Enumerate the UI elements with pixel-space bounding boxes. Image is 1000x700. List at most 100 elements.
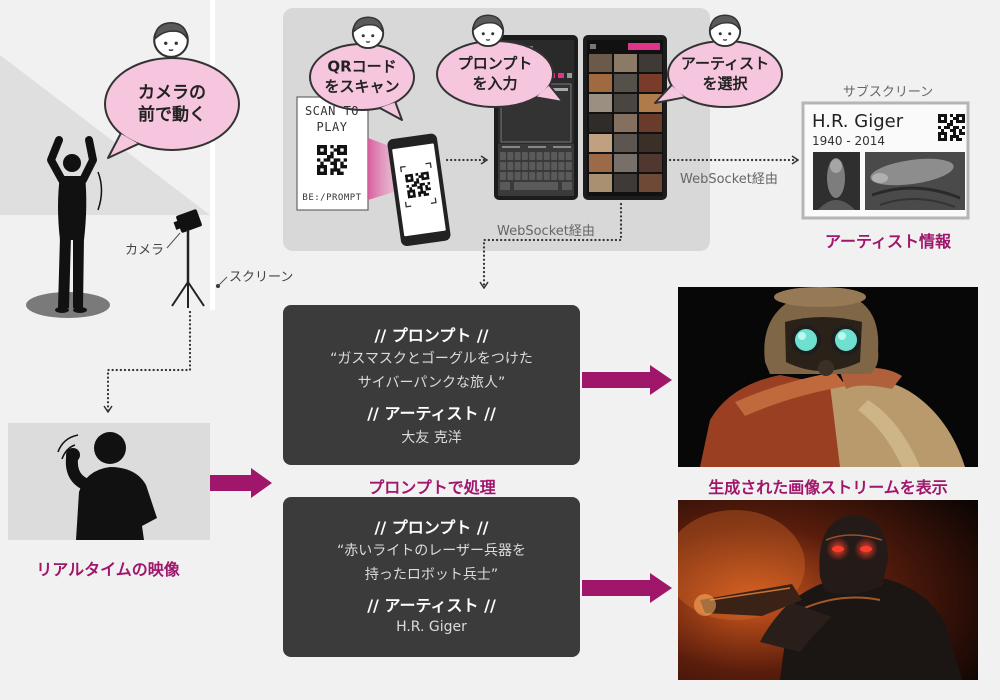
artist-thumbnail (639, 114, 662, 132)
prompt-text-line: サイバーパンクな旅人” (357, 375, 506, 391)
bubble-text-select-artist: アーティスト を選択 (681, 55, 769, 94)
keyboard-key (558, 152, 565, 160)
bubble-line: アーティスト (680, 54, 770, 73)
bubble-line: カメラの (138, 82, 206, 103)
artist-thumbnail (589, 154, 612, 172)
websocket-label-right: WebSocket経由 (680, 172, 778, 187)
scan-card-line2: PLAY (316, 120, 348, 134)
sub-screen (801, 101, 970, 220)
bubble-text-move-in-front-of-camera: カメラの 前で動く (138, 82, 206, 126)
artist-thumbnail (589, 74, 612, 92)
camera-label: カメラ (125, 243, 165, 258)
artist-heading: // アーティスト // (367, 404, 496, 423)
prompt-heading: // プロンプト // (374, 326, 489, 345)
keyboard-key (543, 162, 550, 170)
artist-name: H.R. Giger (396, 619, 467, 635)
bubble-text-enter-prompt: プロンプト を入力 (458, 55, 533, 94)
keyboard-key (500, 152, 506, 160)
keyboard-key (529, 162, 536, 170)
artist-gallery-phone (583, 35, 667, 200)
keyboard-key (562, 182, 572, 190)
bubble-text-scan-qr: QRコード をスキャン (324, 58, 399, 97)
projection-area (0, 55, 210, 215)
keyboard-key (551, 152, 558, 160)
keyboard-key (507, 162, 514, 170)
artist-thumbnail (589, 174, 612, 192)
prompt-box-1-text: // プロンプト // “ガスマスクとゴーグルをつけた サイバーパンクな旅人” … (283, 305, 580, 465)
artist-thumbnail (614, 154, 637, 172)
keyboard-key (514, 182, 558, 190)
bubble-line: を選択 (702, 74, 748, 92)
bubble-line: をスキャン (324, 77, 400, 95)
keyboard-key (551, 162, 558, 170)
prompt-box-2-text: // プロンプト // “赤いライトのレーザー兵器を 持ったロボット兵士” //… (283, 497, 580, 657)
sub-screen-artist-years: 1940 - 2014 (812, 134, 886, 148)
camera-pointer-line (166, 232, 181, 249)
camera-to-video-connector (108, 310, 192, 414)
artist-thumbnail (589, 94, 612, 112)
gallery-to-processing-connector (484, 202, 623, 290)
keyboard (500, 152, 572, 190)
bubble-line: を入力 (472, 74, 518, 92)
keyboard-key (521, 162, 528, 170)
prompt2-to-image-arrow (582, 573, 672, 603)
speech-bubble-move (104, 57, 240, 159)
artist-thumbnail (639, 74, 662, 92)
generated-stream-label: 生成された画像ストリームを表示 (708, 478, 948, 497)
keyboard-key (551, 172, 558, 180)
video-to-processing-arrow (210, 468, 272, 498)
artist-info-label: アーティスト情報 (824, 232, 952, 251)
artist-thumbnail-grid (589, 54, 662, 192)
artist-name: 大友 克洋 (401, 430, 462, 446)
artist-thumbnail (589, 54, 612, 72)
keyboard-key (514, 162, 521, 170)
artist-thumbnail (589, 134, 612, 152)
speech-bubble-prompt (436, 40, 564, 108)
bubble-line: プロンプト (457, 54, 533, 73)
screen-pointer-line (217, 276, 228, 287)
prompt-box-2 (283, 497, 580, 657)
face-icon (708, 14, 742, 48)
artist-thumbnail (639, 134, 662, 152)
artist-heading: // アーティスト // (367, 596, 496, 615)
camera-icon (171, 209, 205, 308)
keyboard-key (514, 152, 521, 160)
sub-screen-artist-name: H.R. Giger (812, 111, 904, 132)
face-icon (351, 16, 385, 50)
keyboard-key (500, 182, 510, 190)
keyboard-key (536, 162, 543, 170)
artist-thumbnail (614, 74, 637, 92)
speech-bubble-scan (309, 43, 415, 121)
keyboard-key (558, 162, 565, 170)
generated-image-2 (678, 500, 978, 680)
artist-thumbnail (614, 94, 637, 112)
prompt-heading: // プロンプト // (374, 518, 489, 537)
person-icon (47, 136, 103, 313)
artist-thumbnail (614, 134, 637, 152)
prompt-text-line: “ガスマスクとゴーグルをつけた (330, 351, 533, 367)
artist-thumbnail (589, 114, 612, 132)
keyboard-key (543, 172, 550, 180)
artist-thumbnail (614, 174, 637, 192)
artist-thumbnail (639, 174, 662, 192)
keyboard-key (521, 172, 528, 180)
bubble-line: QRコード (327, 57, 397, 76)
smartphone-icon (387, 133, 451, 247)
keyboard-key (500, 172, 506, 180)
screen-label: スクリーン (229, 270, 294, 285)
keyboard-key (529, 172, 536, 180)
keyboard-key (536, 172, 543, 180)
process-with-prompt-label: プロンプトで処理 (368, 478, 496, 497)
keyboard-key (529, 152, 536, 160)
generated-image-1 (678, 287, 978, 467)
screen (210, 0, 215, 310)
scan-card-line1: SCAN TO (304, 104, 360, 118)
prompt1-to-image-arrow (582, 365, 672, 395)
keyboard-key (521, 152, 528, 160)
keyboard-key (543, 152, 550, 160)
artist-thumbnail (614, 54, 637, 72)
prompt-text-line: “赤いライトのレーザー兵器を (337, 543, 526, 559)
keyboard-key (500, 162, 506, 170)
